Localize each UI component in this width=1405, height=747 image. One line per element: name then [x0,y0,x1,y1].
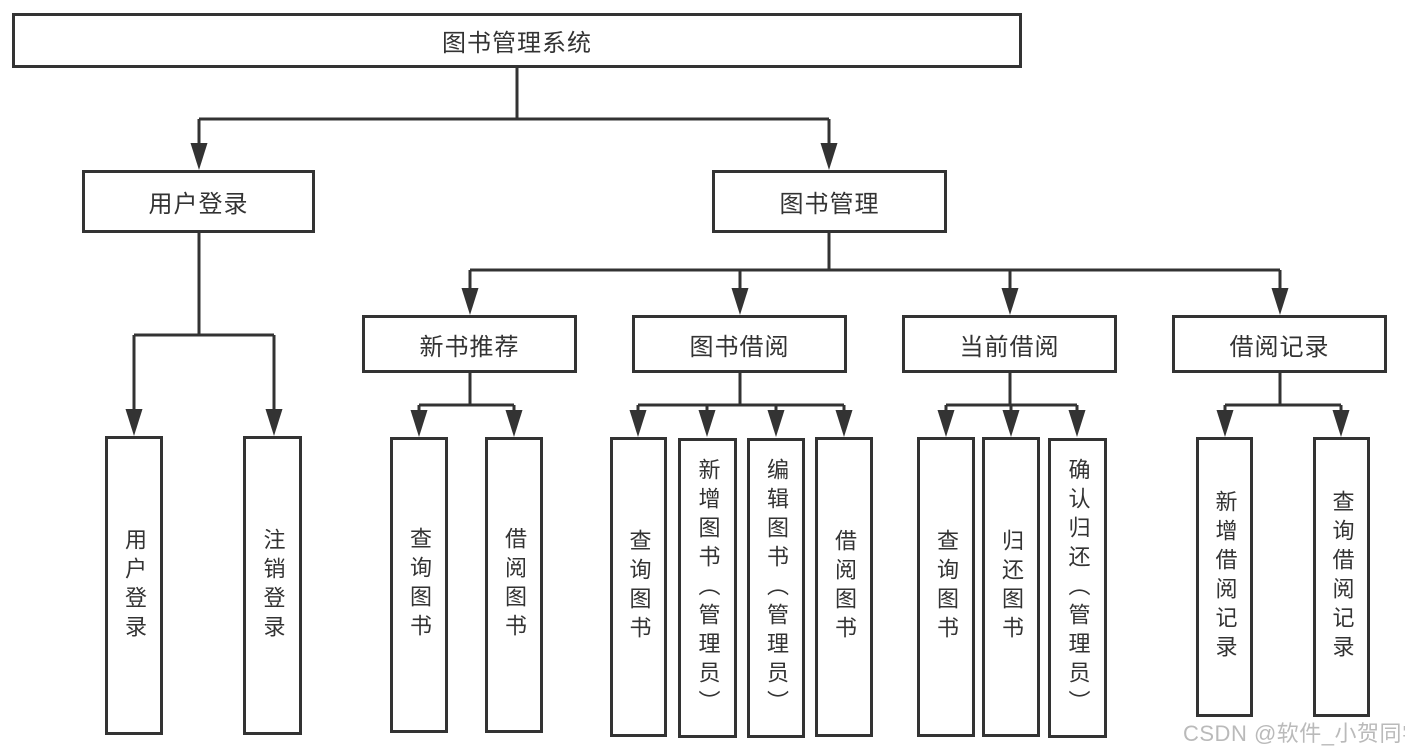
node-leaf-recommend-borrow-books: 借阅图书 [485,437,543,733]
node-user-login: 用户登录 [82,170,315,233]
node-borrowing-records: 借阅记录 [1172,315,1387,373]
node-current-borrowing: 当前借阅 [902,315,1117,373]
node-leaf-logout: 注销登录 [243,436,302,735]
node-book-management: 图书管理 [712,170,947,233]
watermark: CSDN @软件_小贺同学 [1183,721,1405,746]
node-leaf-current-confirm-return: 确认归还（管理员） [1048,438,1107,738]
node-leaf-user-login: 用户登录 [105,436,163,735]
node-leaf-records-add-record: 新增借阅记录 [1196,437,1253,717]
node-leaf-records-query-record: 查询借阅记录 [1313,437,1370,717]
node-root: 图书管理系统 [12,13,1022,68]
node-leaf-borrowing-borrow-books: 借阅图书 [815,437,873,737]
node-leaf-borrowing-add-books: 新增图书（管理员） [678,438,737,738]
node-leaf-borrowing-edit-books: 编辑图书（管理员） [747,438,805,738]
node-leaf-recommend-query-books: 查询图书 [390,437,448,733]
node-leaf-current-query-books: 查询图书 [917,437,975,737]
node-leaf-current-return-books: 归还图书 [982,437,1040,737]
node-new-book-recommend: 新书推荐 [362,315,577,373]
node-book-borrowing: 图书借阅 [632,315,847,373]
node-leaf-borrowing-query-books: 查询图书 [610,437,667,737]
